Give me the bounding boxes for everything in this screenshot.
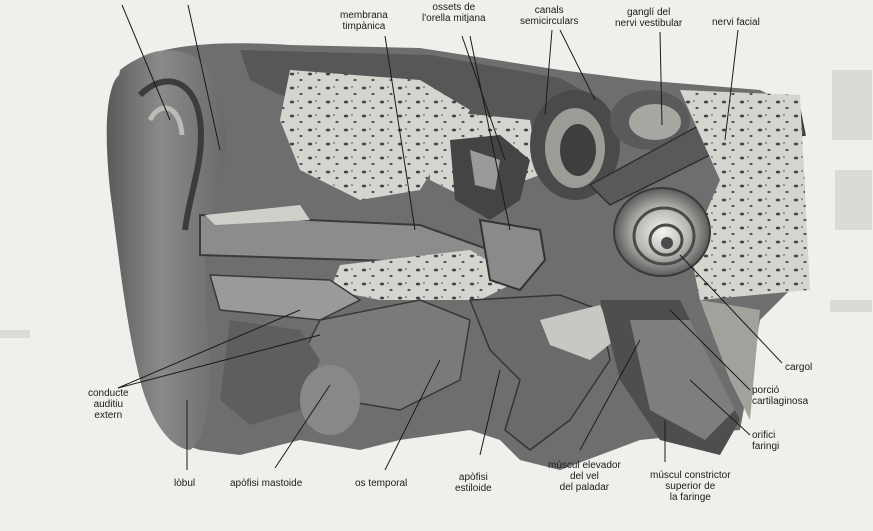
label-porcio-cartilaginosa: porció cartilaginosa bbox=[752, 385, 808, 407]
label-apofisi-estiloide: apòfisi estiloide bbox=[455, 472, 492, 494]
label-ganglio-nervi-vestibular: ganglí del nervi vestibular bbox=[615, 7, 682, 29]
label-cargol: cargol bbox=[785, 362, 812, 373]
label-ossets: ossets de l'orella mitjana bbox=[422, 2, 486, 24]
label-muscul-elevador: múscul elevador del vel del paladar bbox=[548, 460, 621, 493]
label-lobul: lòbul bbox=[174, 478, 195, 489]
label-conducte-auditiu-extern: conducte auditiu extern bbox=[88, 388, 129, 421]
label-nervi-facial: nervi facial bbox=[712, 17, 760, 28]
label-os-temporal: os temporal bbox=[355, 478, 407, 489]
label-orifici-faringi: orifici faringi bbox=[752, 430, 779, 452]
label-apofisi-mastoide: apòfisi mastoide bbox=[230, 478, 302, 489]
label-membrana-timpanica: membrana timpànica bbox=[340, 10, 388, 32]
label-canals-semicirculars: canals semicirculars bbox=[520, 5, 578, 27]
label-muscul-constrictor: múscul constrictor superior de la faring… bbox=[650, 470, 731, 503]
dissection-body bbox=[107, 43, 810, 470]
